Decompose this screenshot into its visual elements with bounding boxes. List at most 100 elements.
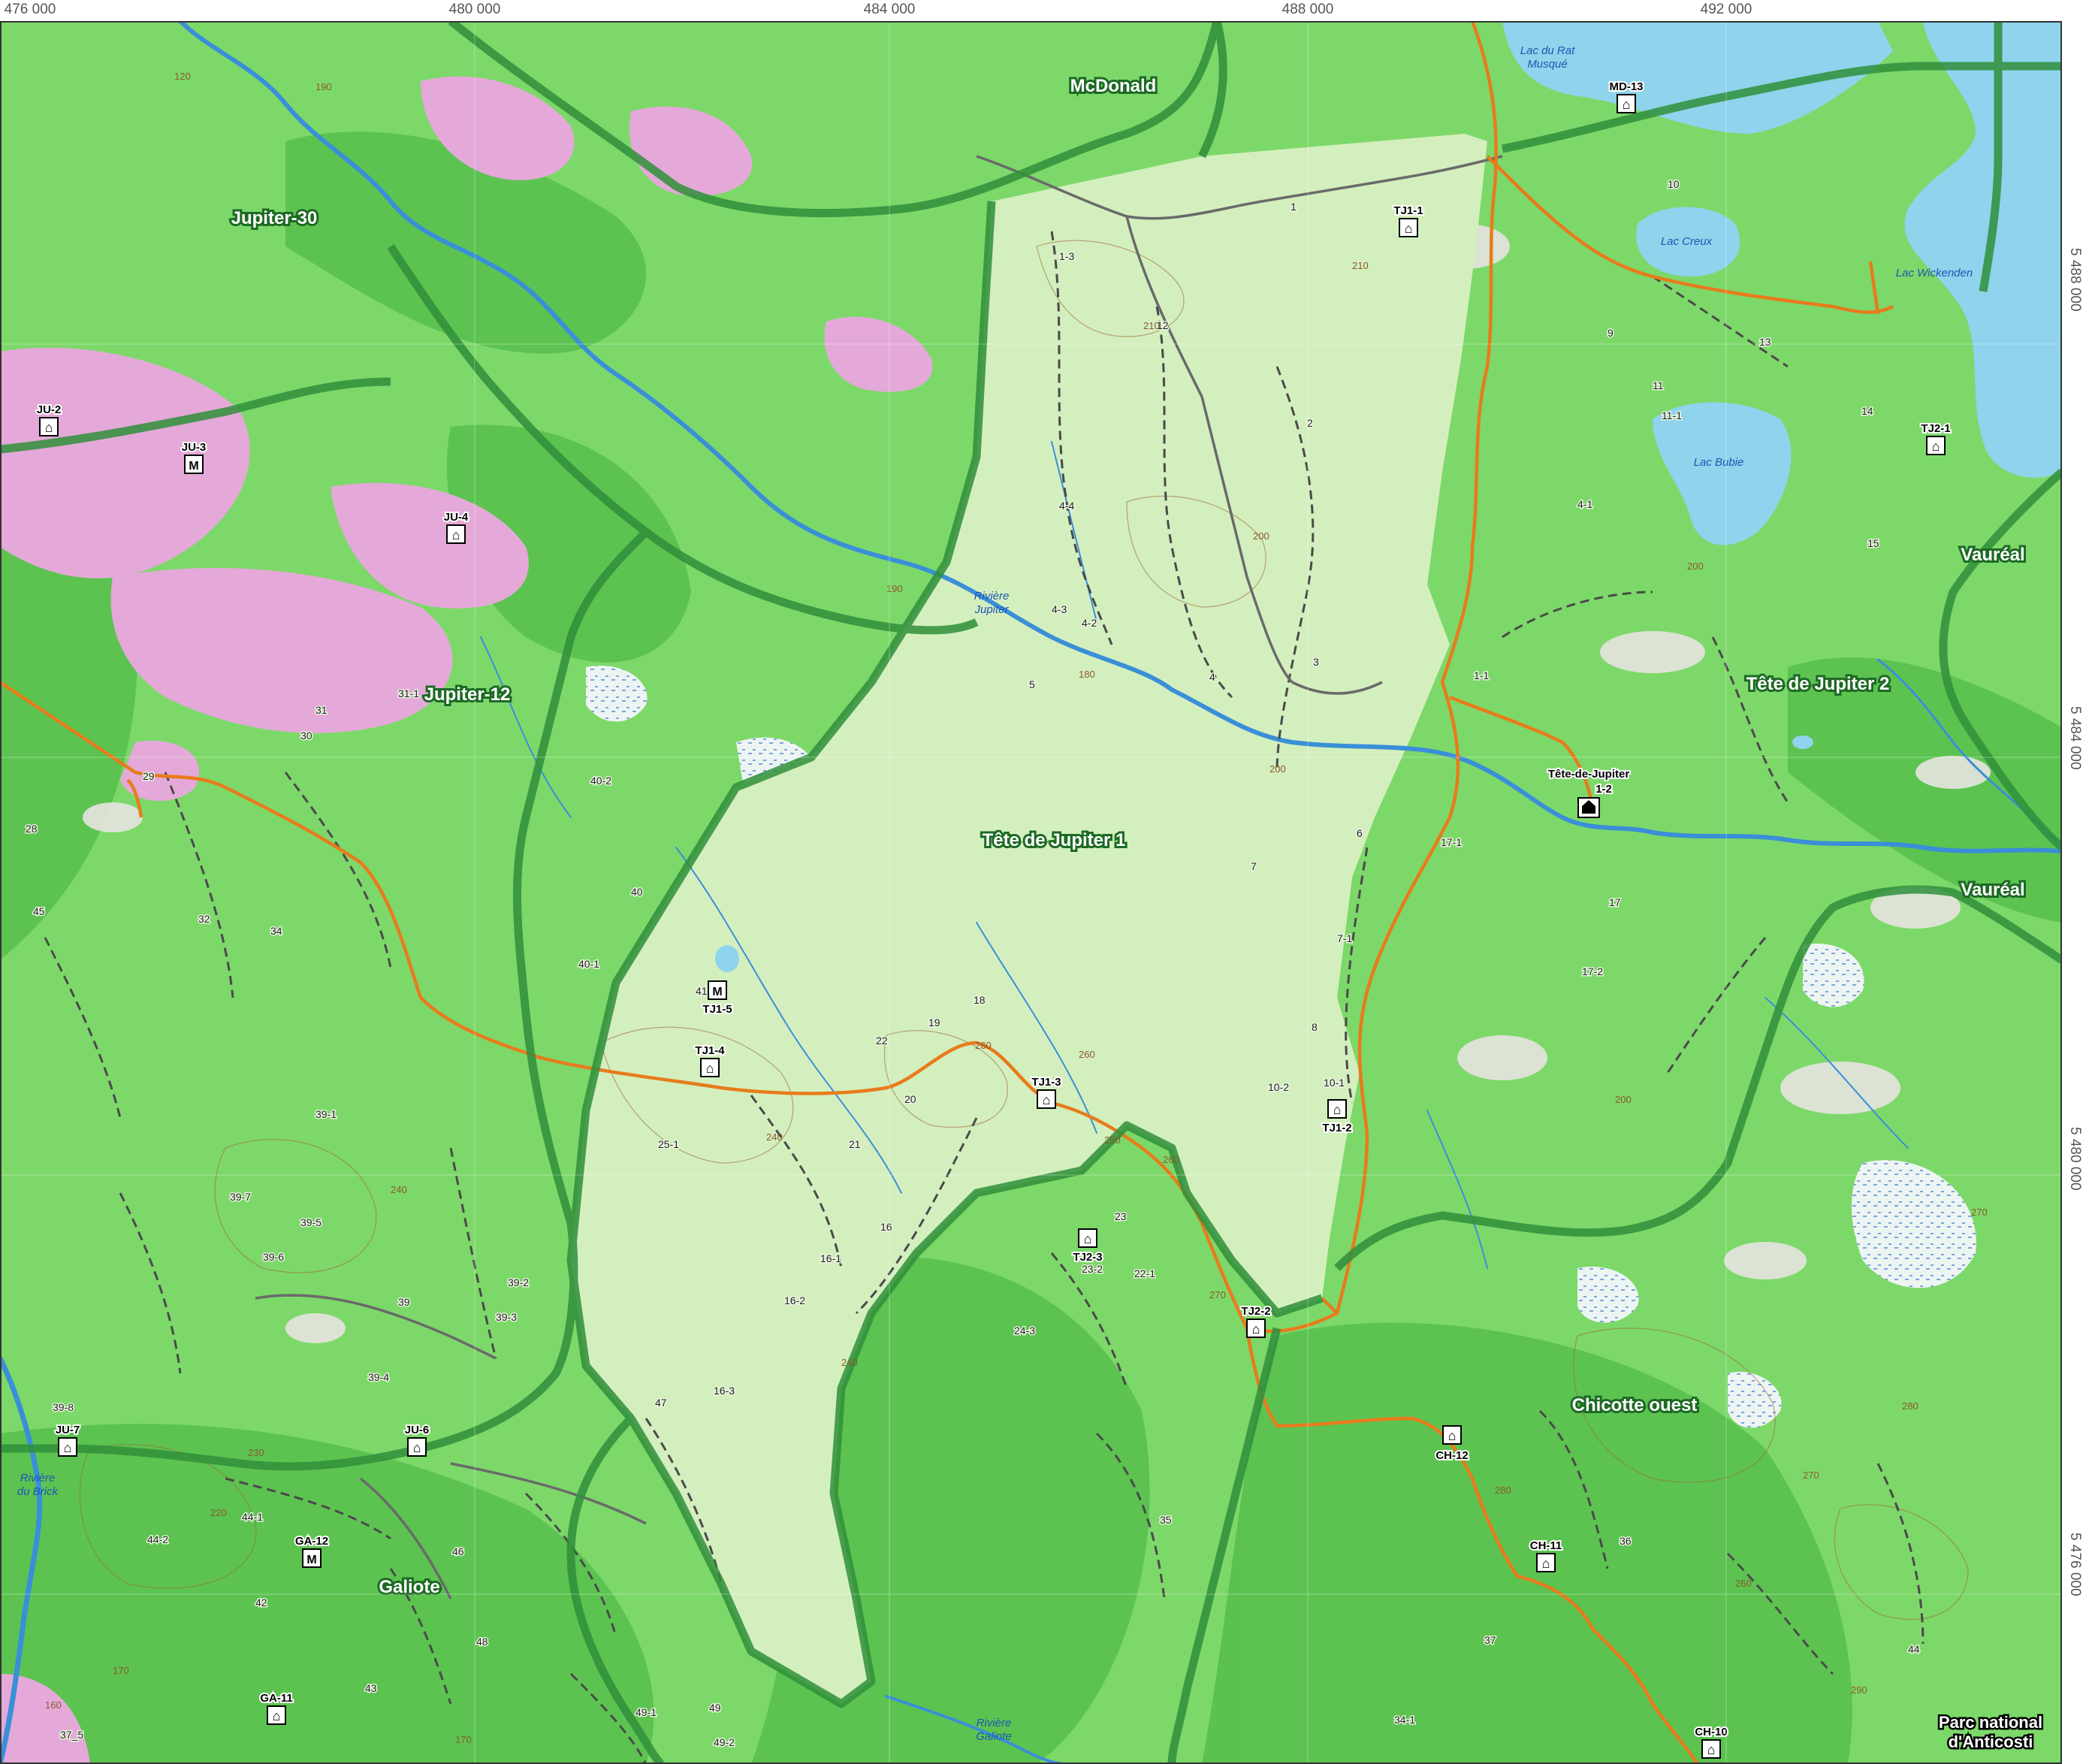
- road-label: 5: [1029, 678, 1035, 690]
- site-tete-de-jupiter-1-2[interactable]: Tête-de-Jupiter 1-2: [1547, 766, 1631, 818]
- contour-label: 260: [1163, 1154, 1179, 1165]
- road-label: 45: [33, 905, 45, 917]
- site-tj1-3[interactable]: ⌂ TJ1-3: [1030, 1074, 1063, 1109]
- site-label: TJ1-1: [1393, 204, 1423, 217]
- zone-labels: McDonald Jupiter-30 Jupiter-12 Tête de J…: [229, 74, 2027, 1599]
- water-label-riviere-jupiter-1: Rivière: [974, 590, 1010, 603]
- contour-label: 220: [210, 1507, 227, 1518]
- road-label: 39-2: [508, 1276, 529, 1288]
- road-label: 10-1: [1324, 1077, 1345, 1089]
- site-tj1-2[interactable]: ⌂ TJ1-2: [1321, 1099, 1354, 1136]
- site-ju-6[interactable]: ⌂ JU-6: [403, 1422, 430, 1457]
- site-tj2-2[interactable]: ⌂ TJ2-2: [1239, 1303, 1272, 1338]
- road-label: 18: [974, 994, 986, 1006]
- contour-label: 210: [1143, 320, 1160, 331]
- house-icon: ⌂: [1623, 97, 1631, 112]
- site-ch-11[interactable]: ⌂ CH-11: [1529, 1538, 1563, 1572]
- water-label-lac-du-rat: Lac du Rat: [1520, 44, 1575, 57]
- road-label: 39: [398, 1296, 410, 1308]
- zone-label-vaureal-south: Vauréal: [1961, 880, 2024, 900]
- zone-label-vaureal-north: Vauréal: [1961, 545, 2024, 565]
- road-label: 11-1: [1662, 409, 1682, 421]
- road-label: 11: [1653, 379, 1664, 391]
- contour-label: 250: [1104, 1134, 1121, 1146]
- tick-right-5476000: 5 476 000: [2067, 1533, 2083, 1596]
- site-tj1-1[interactable]: ⌂ TJ1-1: [1392, 203, 1425, 237]
- boundary-jupiter-30: [0, 377, 391, 454]
- zone-label-chicotte-ouest: Chicotte ouest: [1572, 1395, 1698, 1415]
- road-label: 4: [1209, 671, 1215, 683]
- road-label: 46: [452, 1545, 464, 1557]
- site-label: CH-12: [1435, 1449, 1468, 1462]
- riviere-du-brick: [0, 1355, 43, 1764]
- lac-bubie: [1653, 402, 1792, 545]
- site-ju-2[interactable]: ⌂ JU-2: [35, 402, 62, 436]
- road-label: 38: [1532, 1539, 1544, 1551]
- contour-lines: [79, 240, 1969, 1620]
- road-label: 24-3: [1014, 1325, 1035, 1337]
- road-label: 4-2: [1082, 617, 1097, 629]
- zone-label-jupiter-12: Jupiter-12: [424, 684, 511, 705]
- water-label-riviere-jupiter-2: Jupiter: [974, 603, 1009, 616]
- road-label: 49-1: [635, 1706, 657, 1718]
- road-label: 4-4: [1059, 500, 1074, 512]
- house-icon: ⌂: [706, 1061, 714, 1076]
- site-tj2-1[interactable]: ⌂ TJ2-1: [1919, 421, 1952, 455]
- m-icon: M: [189, 460, 198, 473]
- road-label: 39-3: [496, 1311, 517, 1323]
- road-label: 39-6: [263, 1251, 284, 1263]
- contour-label: 260: [1079, 1049, 1095, 1060]
- campsite-markers[interactable]: ⌂ MD-13 ⌂ TJ1-1 ⌂ JU-2 M JU-3: [35, 79, 1952, 1759]
- house-icon: ⌂: [1333, 1102, 1342, 1117]
- contour-label: 170: [455, 1734, 472, 1745]
- road-label: 1: [1291, 201, 1297, 213]
- site-ch-12[interactable]: ⌂ CH-12: [1434, 1425, 1470, 1463]
- site-label: JU-4: [444, 511, 469, 524]
- site-tj1-5[interactable]: M TJ1-5: [701, 980, 734, 1017]
- road-label: 4-3: [1052, 603, 1067, 615]
- contour-label: 160: [45, 1699, 62, 1711]
- zone-boundaries: [0, 21, 2062, 1764]
- road-label: 22: [876, 1035, 888, 1047]
- road-label: 8: [1312, 1021, 1318, 1033]
- road-label: 1-3: [1059, 250, 1074, 262]
- lac-du-rat-musque: [1502, 21, 1893, 134]
- water-label-riviere-brick-1: Rivière: [20, 1472, 56, 1485]
- contour-label: 280: [1495, 1485, 1511, 1496]
- road-label: 31: [315, 704, 328, 716]
- site-ju-4[interactable]: ⌂ JU-4: [442, 509, 470, 544]
- road-label: 23-2: [1082, 1263, 1103, 1275]
- house-icon: ⌂: [1252, 1321, 1260, 1337]
- site-tj2-3[interactable]: ⌂ TJ2-3: [1071, 1228, 1104, 1265]
- map-canvas[interactable]: McDonald Jupiter-30 Jupiter-12 Tête de J…: [0, 21, 2062, 1764]
- contour-label: 260: [975, 1040, 992, 1051]
- water-label-riviere-brick-2: du Brick: [17, 1485, 59, 1498]
- site-label: CH-11: [1530, 1539, 1562, 1552]
- site-label: GA-11: [260, 1692, 292, 1705]
- road-label: 17-1: [1441, 836, 1462, 848]
- site-ga-12[interactable]: M GA-12: [294, 1533, 330, 1568]
- road-label: 9: [1608, 327, 1614, 339]
- site-label: JU-6: [405, 1424, 430, 1436]
- road-label: 39-7: [230, 1191, 251, 1203]
- site-ch-10[interactable]: ⌂ CH-10: [1693, 1724, 1729, 1759]
- map-svg[interactable]: McDonald Jupiter-30 Jupiter-12 Tête de J…: [0, 21, 2062, 1764]
- road-label: 44: [1908, 1643, 1920, 1655]
- house-icon: ⌂: [1405, 221, 1413, 236]
- tick-top-476000: 476 000: [4, 2, 56, 17]
- site-ju-3[interactable]: M JU-3: [180, 439, 207, 474]
- contour-label: 190: [315, 81, 332, 92]
- relief-shading: [0, 131, 2062, 1764]
- site-md-13[interactable]: ⌂ MD-13: [1608, 79, 1645, 113]
- zone-tete-de-jupiter-1-area[interactable]: [571, 134, 1487, 1704]
- site-ga-11[interactable]: ⌂ GA-11: [258, 1690, 294, 1725]
- water-label-lac-creux: Lac Creux: [1661, 235, 1713, 248]
- site-label: TJ2-3: [1073, 1251, 1102, 1264]
- contour-label: 270: [1971, 1207, 1988, 1218]
- contour-label: 280: [1902, 1400, 1918, 1412]
- site-ju-7[interactable]: ⌂ JU-7: [54, 1422, 81, 1457]
- site-tj1-4[interactable]: ⌂ TJ1-4: [693, 1043, 726, 1077]
- zone-label-jupiter-30: Jupiter-30: [231, 208, 318, 228]
- contour-label: 120: [174, 71, 191, 82]
- road-label: 7: [1251, 860, 1257, 872]
